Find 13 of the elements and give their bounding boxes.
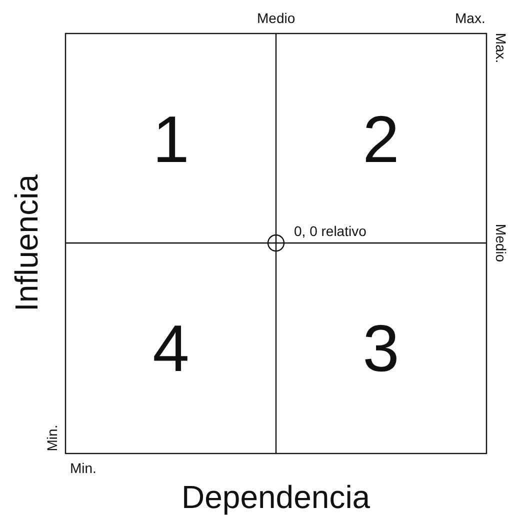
axis-tick-label: Max. — [455, 11, 486, 25]
axis-tick-label: Medio — [257, 11, 296, 25]
axis-tick-label: Min. — [45, 424, 60, 452]
quadrant-number: 3 — [362, 315, 400, 381]
axis-title: Influencia — [10, 174, 42, 312]
axis-tick-label: Medio — [494, 224, 508, 262]
quadrant-number: 1 — [152, 106, 190, 172]
quadrant-number: 4 — [152, 315, 190, 381]
axis-title: Dependencia — [182, 481, 370, 513]
quadrant-number: 2 — [362, 106, 400, 172]
axis-tick-label: Min. — [70, 461, 96, 475]
axis-tick-label: Max. — [494, 32, 508, 64]
origin-label: 0, 0 relativo — [294, 224, 366, 238]
